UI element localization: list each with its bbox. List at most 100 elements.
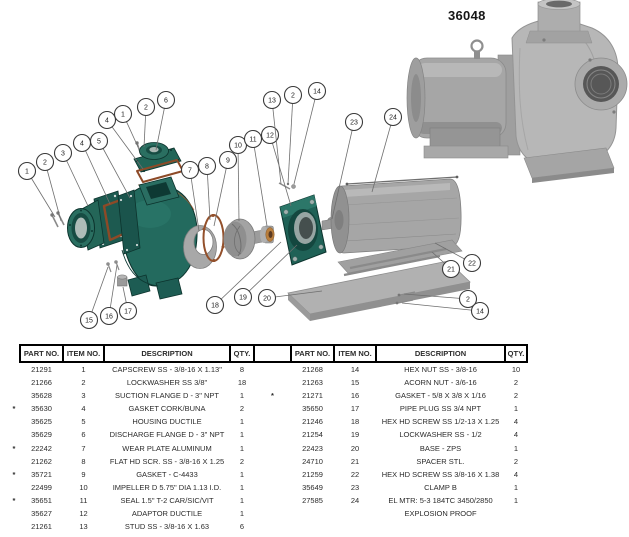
adaptor-part <box>279 194 327 266</box>
svg-text:1: 1 <box>121 112 125 119</box>
svg-text:22: 22 <box>468 261 476 268</box>
svg-text:3: 3 <box>61 151 65 158</box>
callout-5: 5 <box>89 131 131 199</box>
star-spacer-header <box>253 344 292 363</box>
product-photo <box>406 0 628 183</box>
svg-text:23: 23 <box>350 120 358 127</box>
svg-text:11: 11 <box>249 137 256 144</box>
right-description-header: DESCRIPTION <box>375 344 506 363</box>
callout-8: 8 <box>197 156 217 221</box>
svg-text:12: 12 <box>266 133 274 140</box>
svg-text:2: 2 <box>144 105 148 112</box>
gasket-ring-part <box>202 214 225 262</box>
svg-text:17: 17 <box>124 309 132 316</box>
callout-9: 9 <box>213 150 238 227</box>
right-part-no-header: PART NO. <box>290 344 335 363</box>
svg-text:19: 19 <box>239 295 247 302</box>
table-header-row: PART NO. ITEM NO. DESCRIPTION QTY. PART … <box>8 344 528 363</box>
callout-13: 13 <box>262 90 282 185</box>
svg-text:8: 8 <box>205 164 209 171</box>
callout-10: 10 <box>228 135 248 222</box>
svg-text:4: 4 <box>80 141 84 148</box>
right-item-no-header: ITEM NO. <box>333 344 377 363</box>
screws-and-pipe-plug <box>106 260 128 287</box>
callout-20: 20 <box>257 288 323 308</box>
housing-part <box>117 176 198 300</box>
callout-23: 23 <box>331 112 364 220</box>
svg-text:5: 5 <box>97 139 101 146</box>
stud-hardware-base <box>395 291 416 305</box>
callout-2: 2 <box>283 85 303 185</box>
left-item-no-header: ITEM NO. <box>62 344 105 363</box>
callout-12: 12 <box>260 125 292 207</box>
svg-text:2: 2 <box>466 297 470 304</box>
left-description-header: DESCRIPTION <box>103 344 231 363</box>
left-star-header <box>8 345 20 362</box>
base-plate-part <box>287 239 471 321</box>
callout-17: 17 <box>118 286 138 321</box>
callout-21: 21 <box>431 251 461 279</box>
svg-text:10: 10 <box>234 143 242 150</box>
svg-text:7: 7 <box>188 168 192 175</box>
svg-text:21: 21 <box>447 267 455 274</box>
callout-19: 19 <box>233 244 298 307</box>
callout-18: 18 <box>205 241 282 315</box>
svg-text:2: 2 <box>43 160 47 167</box>
callout-14: 14 <box>401 301 490 321</box>
callout-3: 3 <box>53 143 89 207</box>
exploded-diagram: 1234541267891011121321423241516171819202… <box>17 0 628 330</box>
svg-text:1: 1 <box>25 169 29 176</box>
svg-text:13: 13 <box>268 98 276 105</box>
motor-part <box>321 175 462 254</box>
callout-11: 11 <box>243 129 268 227</box>
product-number-label: 36048 <box>448 8 486 23</box>
svg-text:18: 18 <box>211 303 219 310</box>
svg-text:15: 15 <box>85 318 93 325</box>
svg-text:16: 16 <box>105 314 113 321</box>
right-qty-header: QTY. <box>504 344 528 363</box>
callout-15: 15 <box>79 266 109 330</box>
svg-text:14: 14 <box>476 309 484 316</box>
svg-text:20: 20 <box>263 296 271 303</box>
callout-1: 1 <box>113 104 139 148</box>
callout-22: 22 <box>434 242 482 273</box>
svg-text:4: 4 <box>105 118 109 125</box>
callout-6: 6 <box>155 90 176 151</box>
stud-hardware-top <box>278 182 296 190</box>
callout-24: 24 <box>371 107 403 193</box>
svg-text:24: 24 <box>389 115 397 122</box>
left-part-no-header: PART NO. <box>19 344 64 363</box>
callout-2: 2 <box>403 289 478 309</box>
discharge-flange-part <box>133 142 182 173</box>
callout-2: 2 <box>136 97 156 148</box>
callout-1: 1 <box>17 161 56 218</box>
callout-7: 7 <box>180 160 200 232</box>
wear-plate-part <box>183 225 217 269</box>
svg-text:9: 9 <box>226 158 230 165</box>
callout-4: 4 <box>97 110 144 170</box>
svg-text:2: 2 <box>291 93 295 100</box>
svg-text:14: 14 <box>313 89 321 96</box>
callout-16: 16 <box>99 264 119 326</box>
seal-part <box>260 225 275 244</box>
parts-table: PART NO. ITEM NO. DESCRIPTION QTY. PART … <box>8 344 528 533</box>
svg-text:6: 6 <box>164 98 168 105</box>
callout-14: 14 <box>293 81 327 185</box>
left-qty-header: QTY. <box>229 344 255 363</box>
